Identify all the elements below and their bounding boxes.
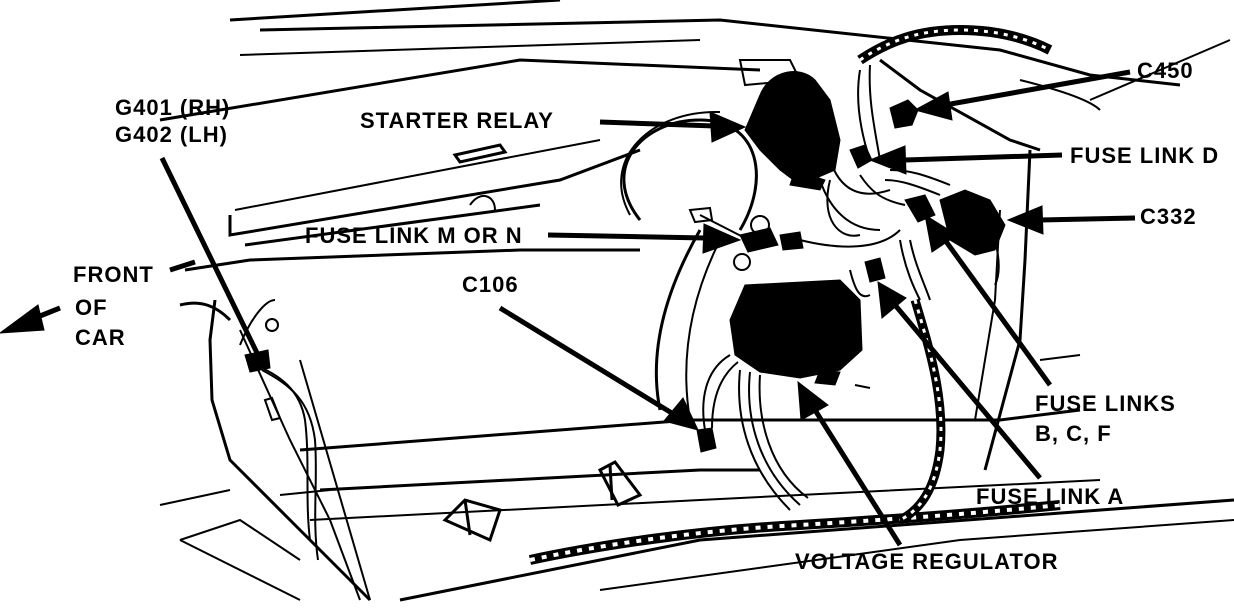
leader-fuse-link-d bbox=[904, 152, 1063, 163]
label-front-line1: FRONT bbox=[73, 262, 154, 287]
label-c106: C106 bbox=[462, 272, 519, 297]
starter-relay-shape bbox=[744, 71, 841, 186]
leader-c106 bbox=[498, 305, 677, 418]
c332-connector-shape bbox=[939, 189, 1006, 256]
leader-starter-relay bbox=[599, 119, 716, 129]
leader-c450 bbox=[944, 69, 1131, 108]
leader-fuse-link-m-or-n bbox=[547, 232, 706, 241]
leader-ground bbox=[159, 156, 261, 357]
leader-voltage-regulator bbox=[812, 408, 903, 547]
callout-leaders bbox=[0, 69, 1136, 547]
component-wiring bbox=[688, 64, 1000, 511]
leader-c332 bbox=[1039, 215, 1136, 223]
components bbox=[244, 71, 1006, 453]
leader-fuse-link-a bbox=[893, 303, 1042, 480]
front-arrow-head bbox=[0, 304, 45, 334]
label-voltage-regulator: VOLTAGE REGULATOR bbox=[795, 549, 1059, 574]
ground-wire bbox=[239, 299, 319, 561]
label-fuse-link-a: FUSE LINK A bbox=[976, 484, 1125, 509]
label-ground-lh: G402 (LH) bbox=[115, 122, 228, 147]
label-c332: C332 bbox=[1140, 204, 1197, 229]
label-front-line3: CAR bbox=[75, 325, 126, 350]
voltage-regulator-shape bbox=[729, 279, 863, 379]
label-front-line2: OF bbox=[75, 295, 108, 320]
leader-fuse-links-bcf bbox=[942, 238, 1053, 387]
wiring-harness-lower bbox=[528, 24, 1061, 565]
c450-connector-shape bbox=[889, 99, 919, 129]
label-c450: C450 bbox=[1137, 58, 1194, 83]
c106-connector-shape bbox=[696, 427, 717, 453]
label-fuse-links-bcf-line1: FUSE LINKS bbox=[1035, 391, 1176, 416]
label-ground-rh: G401 (RH) bbox=[115, 95, 231, 120]
label-fuse-links-bcf-line2: B, C, F bbox=[1035, 421, 1112, 446]
label-fuse-link-m-or-n: FUSE LINK M OR N bbox=[305, 223, 523, 248]
label-fuse-link-d: FUSE LINK D bbox=[1070, 143, 1220, 168]
vehicle-body-outline bbox=[159, 0, 1234, 602]
label-starter-relay: STARTER RELAY bbox=[360, 108, 554, 133]
